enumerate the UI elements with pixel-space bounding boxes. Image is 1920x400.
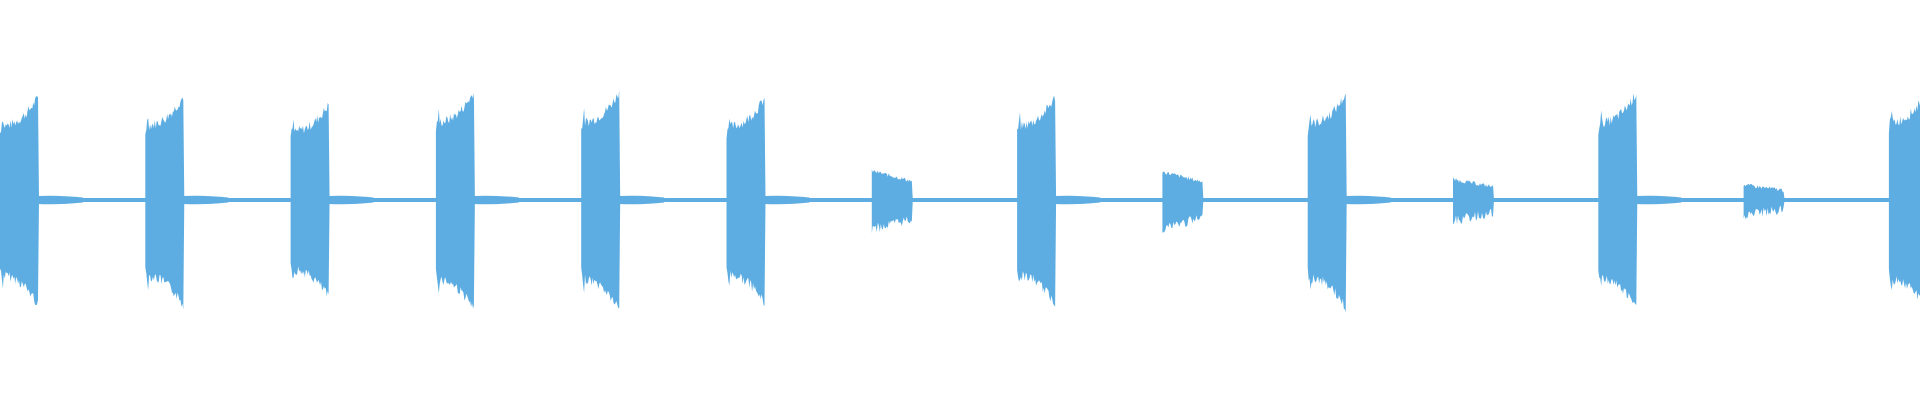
- waveform-burst-loud: [726, 97, 766, 307]
- waveform-echo: [473, 195, 519, 205]
- waveform-burst-loud: [435, 92, 475, 309]
- waveform-burst-loud: [145, 97, 185, 310]
- waveform-echo: [1055, 195, 1101, 205]
- waveform-echo: [1345, 195, 1391, 205]
- waveform-echo: [183, 195, 229, 205]
- waveform-echo: [38, 195, 83, 205]
- waveform-burst-quiet: [1453, 178, 1494, 225]
- waveform-echo: [328, 195, 374, 205]
- waveform-burst-loud: [290, 102, 330, 297]
- waveform-burst-quiet: [1162, 171, 1204, 233]
- waveform-burst-loud: [1888, 100, 1920, 300]
- waveform-baseline: [0, 198, 1920, 202]
- waveform-burst-loud: [1307, 93, 1347, 313]
- waveform-burst-loud: [1598, 93, 1638, 305]
- waveform-burst-quiet: [871, 169, 913, 234]
- waveform-echo: [619, 195, 665, 205]
- waveform-burst-quiet: [1743, 183, 1785, 220]
- waveform-burst-loud: [581, 89, 621, 309]
- waveform-echo: [1636, 195, 1682, 205]
- waveform-shapes: [0, 89, 1920, 313]
- waveform-burst-loud: [1017, 96, 1057, 307]
- waveform-burst-loud: [0, 96, 39, 306]
- waveform-echo: [764, 195, 810, 205]
